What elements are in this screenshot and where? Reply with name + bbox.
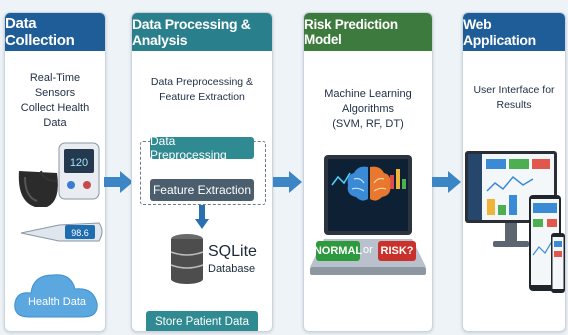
- web-application-panel: Web Application User Interface for Resul…: [462, 12, 566, 332]
- data-processing-title: Data Processing & Analysis: [132, 13, 272, 51]
- database-name: SQLite: [208, 243, 257, 260]
- bp-monitor-icon: 120: [18, 142, 100, 207]
- arrow-right-icon: [104, 171, 133, 193]
- arrow-down-icon: [195, 205, 209, 229]
- bp-readout: 120: [70, 157, 88, 169]
- phone-icon: [551, 233, 565, 293]
- web-application-subtitle: User Interface for Results: [473, 84, 555, 111]
- risk-result-badge: RISK?: [378, 241, 416, 261]
- subtitle-line-2: Collect Health Data: [20, 102, 90, 129]
- data-collection-subtitle: Real-Time Sensors Collect Health Data: [9, 71, 101, 131]
- risk-prediction-subtitle: Machine Learning Algorithms (SVM, RF, DT…: [308, 87, 428, 132]
- ml-subtitle-line-1: Machine Learning Algorithms: [324, 88, 412, 115]
- monitor-icon: [465, 151, 557, 247]
- store-patient-data-box: Store Patient Data: [146, 311, 258, 331]
- data-collection-panel: Data Collection Real-Time Sensors Collec…: [4, 12, 106, 332]
- subtitle-line-1: Real-Time Sensors: [29, 72, 81, 99]
- arrow-right-icon: [432, 171, 461, 193]
- database-icon: [170, 234, 204, 284]
- risk-prediction-panel: Risk Prediction Model Machine Learning A…: [303, 12, 433, 332]
- result-or-text: or: [363, 244, 373, 256]
- normal-result-badge: NORMAL: [314, 241, 362, 261]
- data-processing-subtitle: Data Preprocessing & Feature Extraction: [150, 76, 254, 103]
- thermo-readout: 98.6: [71, 228, 89, 238]
- data-collection-title: Data Collection: [5, 13, 105, 51]
- risk-prediction-title: Risk Prediction Model: [304, 13, 432, 51]
- feature-extraction-box: Feature Extraction: [150, 179, 254, 201]
- data-preprocessing-box: Data Preprocessing: [150, 134, 254, 162]
- cloud-icon: [14, 274, 98, 318]
- web-application-title: Web Application: [463, 13, 565, 51]
- arrow-right-icon: [273, 171, 302, 193]
- brain-icon: [347, 166, 391, 201]
- ml-subtitle-line-2: (SVM, RF, DT): [332, 118, 404, 130]
- thermometer-icon: 98.6: [20, 222, 103, 242]
- database-type: Database: [208, 263, 256, 275]
- data-processing-panel: Data Processing & Analysis Data Preproce…: [131, 12, 273, 332]
- health-data-label: Health Data: [27, 296, 87, 308]
